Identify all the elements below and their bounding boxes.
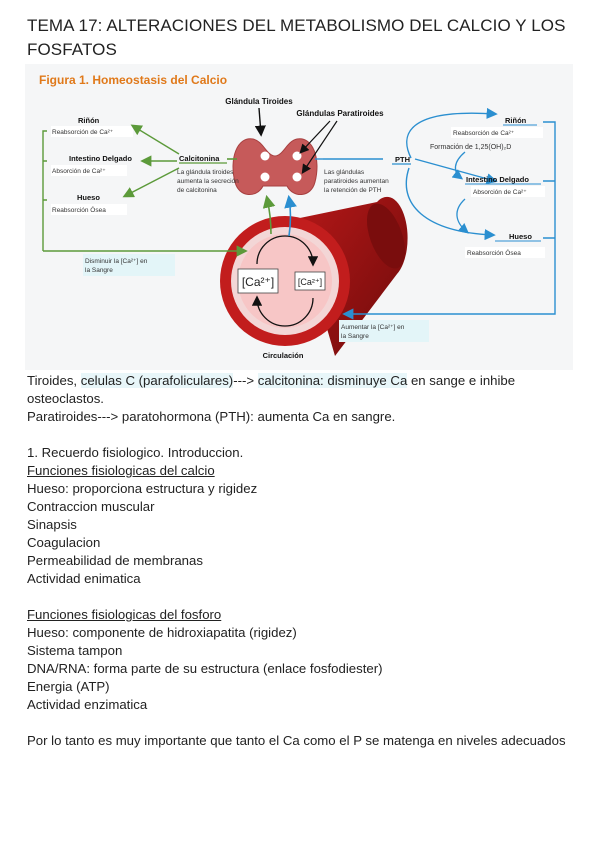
fosforo-functions-heading: Funciones fisiologicas del fosforo [27, 607, 222, 622]
figure-diagram: Figura 1. Homeostasis del Calcio [Ca²⁺] … [39, 73, 556, 360]
blood-vessel: [Ca²⁺] [Ca²⁺] [220, 196, 408, 356]
fosforo-item: DNA/RNA: forma parte de su estructura (e… [27, 661, 383, 676]
circulacion-label: Circulación [263, 351, 304, 360]
calcio-item: Coagulacion [27, 535, 101, 550]
page-title: TEMA 17: ALTERACIONES DEL METABOLISMO DE… [27, 16, 566, 59]
figure-title: Figura 1. Homeostasis del Calcio [39, 73, 227, 87]
pth-description: Las glándulas paratiroides aumentan la r… [324, 169, 391, 194]
ca-concentration-label-small: [Ca²⁺] [298, 277, 322, 287]
calcio-item: Contraccion muscular [27, 499, 155, 514]
highlight-calcitonina: calcitonina: disminuye Ca [257, 373, 408, 388]
calcio-item: Sinapsis [27, 517, 77, 532]
fosforo-item: Hueso: componente de hidroxiapatita (rig… [27, 625, 297, 640]
left-hueso-label: Hueso [77, 193, 100, 202]
aumentar-ca-label: Aumentar la [Ca²⁺] en la Sangre [341, 324, 406, 340]
fosforo-item: Sistema tampon [27, 643, 123, 658]
glandula-tiroides-label: Glándula Tiroides [225, 97, 293, 106]
right-intestino-effect: Absorción de Ca²⁺ [473, 189, 527, 196]
body-text: Tiroides, celulas C (parafoliculares)---… [27, 372, 592, 750]
ca-concentration-label-large: [Ca²⁺] [242, 275, 274, 289]
pth-label: PTH [395, 155, 410, 164]
left-intestino-effect: Absorción de Ca²⁺ [52, 168, 106, 175]
left-hueso-effect: Reabsorción Ósea [52, 205, 106, 214]
right-hueso-label: Hueso [509, 232, 532, 241]
fosforo-item: Actividad enzimatica [27, 697, 148, 712]
calcio-item: Permeabilidad de membranas [27, 553, 203, 568]
right-rinon-label: Riñón [505, 116, 527, 125]
right-hueso-effect: Reabsorción Ósea [467, 248, 521, 257]
paragraph-paratiroides: Paratiroides---> paratohormona (PTH): au… [27, 409, 396, 424]
fosforo-item: Energia (ATP) [27, 679, 110, 694]
disminuir-ca-label: Disminuir la [Ca²⁺] en la Sangre [85, 258, 149, 274]
calcio-item: Hueso: proporciona estructura y rigidez [27, 481, 258, 496]
right-rinon-effect-2: Formación de 1,25(OH)₂D [430, 144, 511, 151]
calcio-item: Actividad enimatica [27, 571, 141, 586]
right-intestino-label: Intestino Delgado [466, 175, 529, 184]
left-intestino-label: Intestino Delgado [69, 154, 132, 163]
calcio-functions-heading: Funciones fisiologicas del calcio [27, 463, 215, 478]
glandulas-paratiroides-label: Glándulas Paratiroides [296, 109, 384, 118]
left-rinon-effect: Reabsorción de Ca²⁺ [52, 129, 113, 136]
highlight-celulas-c: celulas C (parafoliculares) [80, 373, 234, 388]
section-heading: 1. Recuerdo fisiologico. Introduccion. [27, 445, 244, 460]
paragraph-tiroides: Tiroides, celulas C (parafoliculares)---… [27, 373, 516, 406]
calcium-homeostasis-figure: Figura 1. Homeostasis del Calcio [Ca²⁺] … [25, 64, 573, 370]
calcitonina-label: Calcitonina [179, 154, 220, 163]
conclusion-paragraph: Por lo tanto es muy importante que tanto… [27, 733, 566, 748]
calcitonina-description: La glándula tiroides aumenta la secreció… [177, 169, 241, 194]
right-rinon-effect-1: Reabsorción de Ca²⁺ [453, 130, 514, 137]
thyroid-gland [232, 138, 318, 195]
left-rinon-label: Riñón [78, 116, 100, 125]
